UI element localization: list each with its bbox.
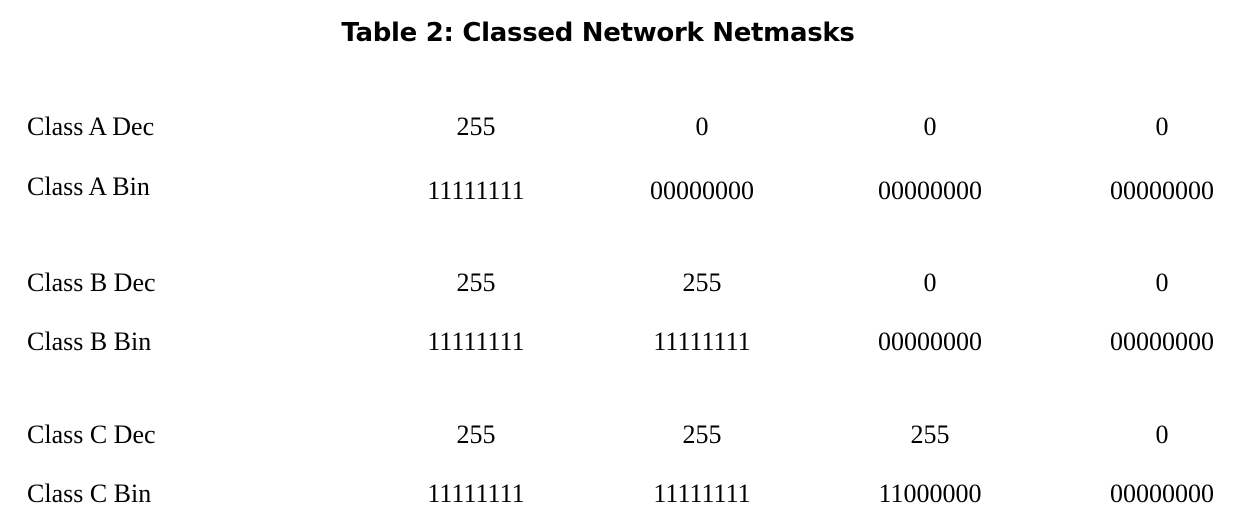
octet-3: 0 (923, 112, 937, 141)
octet-2: 11111111 (653, 327, 751, 356)
octet-3: 255 (910, 420, 950, 449)
octet-2: 00000000 (650, 176, 754, 205)
octet-1: 11111111 (427, 327, 525, 356)
table-row: Class A Dec 255 0 0 0 (0, 112, 1246, 146)
table-title: Table 2: Classed Network Netmasks (341, 18, 855, 48)
octet-3: 00000000 (878, 327, 982, 356)
octet-1: 11111111 (427, 479, 525, 508)
octet-4: 00000000 (1110, 176, 1214, 205)
octet-1: 255 (456, 420, 496, 449)
octet-2: 255 (682, 420, 722, 449)
row-label: Class B Bin (27, 327, 152, 356)
table-row: Class C Bin 11111111 11111111 11000000 0… (0, 479, 1246, 513)
octet-2: 0 (695, 112, 709, 141)
table-row: Class B Bin 11111111 11111111 00000000 0… (0, 327, 1246, 361)
table-row: Class A Bin 11111111 00000000 00000000 0… (0, 172, 1246, 206)
octet-3: 0 (923, 268, 937, 297)
octet-4: 0 (1155, 112, 1169, 141)
octet-4: 00000000 (1110, 479, 1214, 508)
octet-1: 255 (456, 112, 496, 141)
row-label: Class C Bin (27, 479, 152, 508)
octet-1: 255 (456, 268, 496, 297)
octet-4: 00000000 (1110, 327, 1214, 356)
octet-3: 11000000 (878, 479, 982, 508)
octet-4: 0 (1155, 420, 1169, 449)
octet-2: 11111111 (653, 479, 751, 508)
row-label: Class C Dec (27, 420, 156, 449)
octet-4: 0 (1155, 268, 1169, 297)
table-row: Class B Dec 255 255 0 0 (0, 268, 1246, 302)
row-label: Class A Dec (27, 112, 155, 141)
row-label: Class A Bin (27, 172, 150, 201)
octet-1: 11111111 (427, 176, 525, 205)
table-row: Class C Dec 255 255 255 0 (0, 420, 1246, 454)
octet-3: 00000000 (878, 176, 982, 205)
octet-2: 255 (682, 268, 722, 297)
row-label: Class B Dec (27, 268, 156, 297)
